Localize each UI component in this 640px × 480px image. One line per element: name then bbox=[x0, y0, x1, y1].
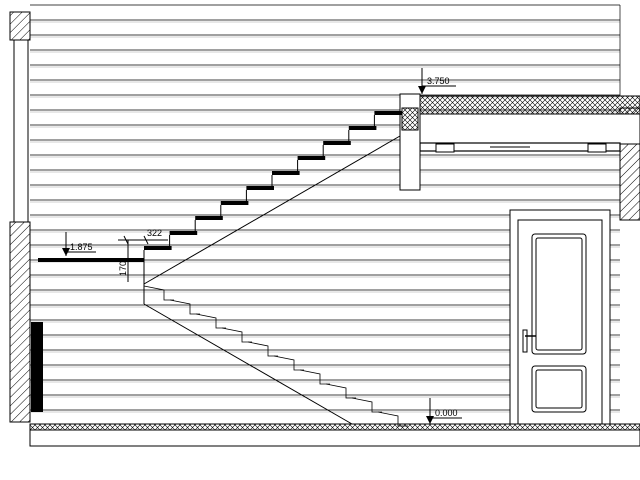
riser-dim-label: 170 bbox=[118, 261, 128, 276]
level-arrow-icon bbox=[418, 86, 426, 94]
stair-tread bbox=[246, 186, 274, 190]
stair-tread bbox=[144, 246, 172, 250]
tread-dim-label: 322 bbox=[147, 228, 162, 238]
stair-step-outline bbox=[299, 369, 330, 385]
stair-step-outline bbox=[247, 341, 278, 357]
upper-stringer bbox=[143, 135, 401, 285]
landing-platform bbox=[38, 258, 144, 262]
level-label-upper: 3.750 bbox=[427, 76, 450, 86]
stair-tread bbox=[348, 126, 377, 130]
lower-flight bbox=[143, 285, 408, 427]
stair-step-outline bbox=[325, 383, 356, 399]
stair-step-outline bbox=[221, 327, 252, 343]
stair-step-outline bbox=[351, 397, 382, 413]
level-marker-upper: 3.750 bbox=[418, 68, 456, 94]
level-label-landing: 1.875 bbox=[70, 242, 93, 252]
stair-tread bbox=[169, 231, 198, 235]
radiator bbox=[31, 322, 43, 412]
stair-tread bbox=[374, 111, 402, 115]
left-wall bbox=[9, 11, 43, 423]
stair-step-outline bbox=[195, 313, 226, 329]
upper-flight bbox=[143, 104, 402, 265]
stair-step-outline bbox=[273, 355, 304, 371]
stair-step-outline bbox=[143, 285, 174, 301]
level-marker-ground: 0.000 bbox=[426, 398, 462, 424]
stair-tread bbox=[323, 141, 351, 145]
level-marker-landing: 1.875 bbox=[62, 232, 96, 256]
stair-step-outline bbox=[169, 299, 200, 315]
level-label-ground: 0.000 bbox=[435, 408, 458, 418]
stair-tread bbox=[272, 171, 300, 175]
lower-stringer bbox=[143, 303, 353, 425]
upper-floor-slab bbox=[399, 93, 640, 191]
level-arrow-icon bbox=[426, 416, 434, 424]
door-handle-icon bbox=[522, 329, 536, 353]
ground-floor-slab bbox=[29, 423, 640, 447]
tread-dimension: 322 bbox=[118, 228, 168, 245]
riser-dimension: 170 bbox=[118, 240, 129, 282]
stair-tread bbox=[297, 156, 326, 160]
stair-step-outline bbox=[377, 411, 408, 427]
door bbox=[509, 209, 611, 425]
stair-tread bbox=[195, 216, 223, 220]
stair-tread bbox=[220, 201, 249, 205]
